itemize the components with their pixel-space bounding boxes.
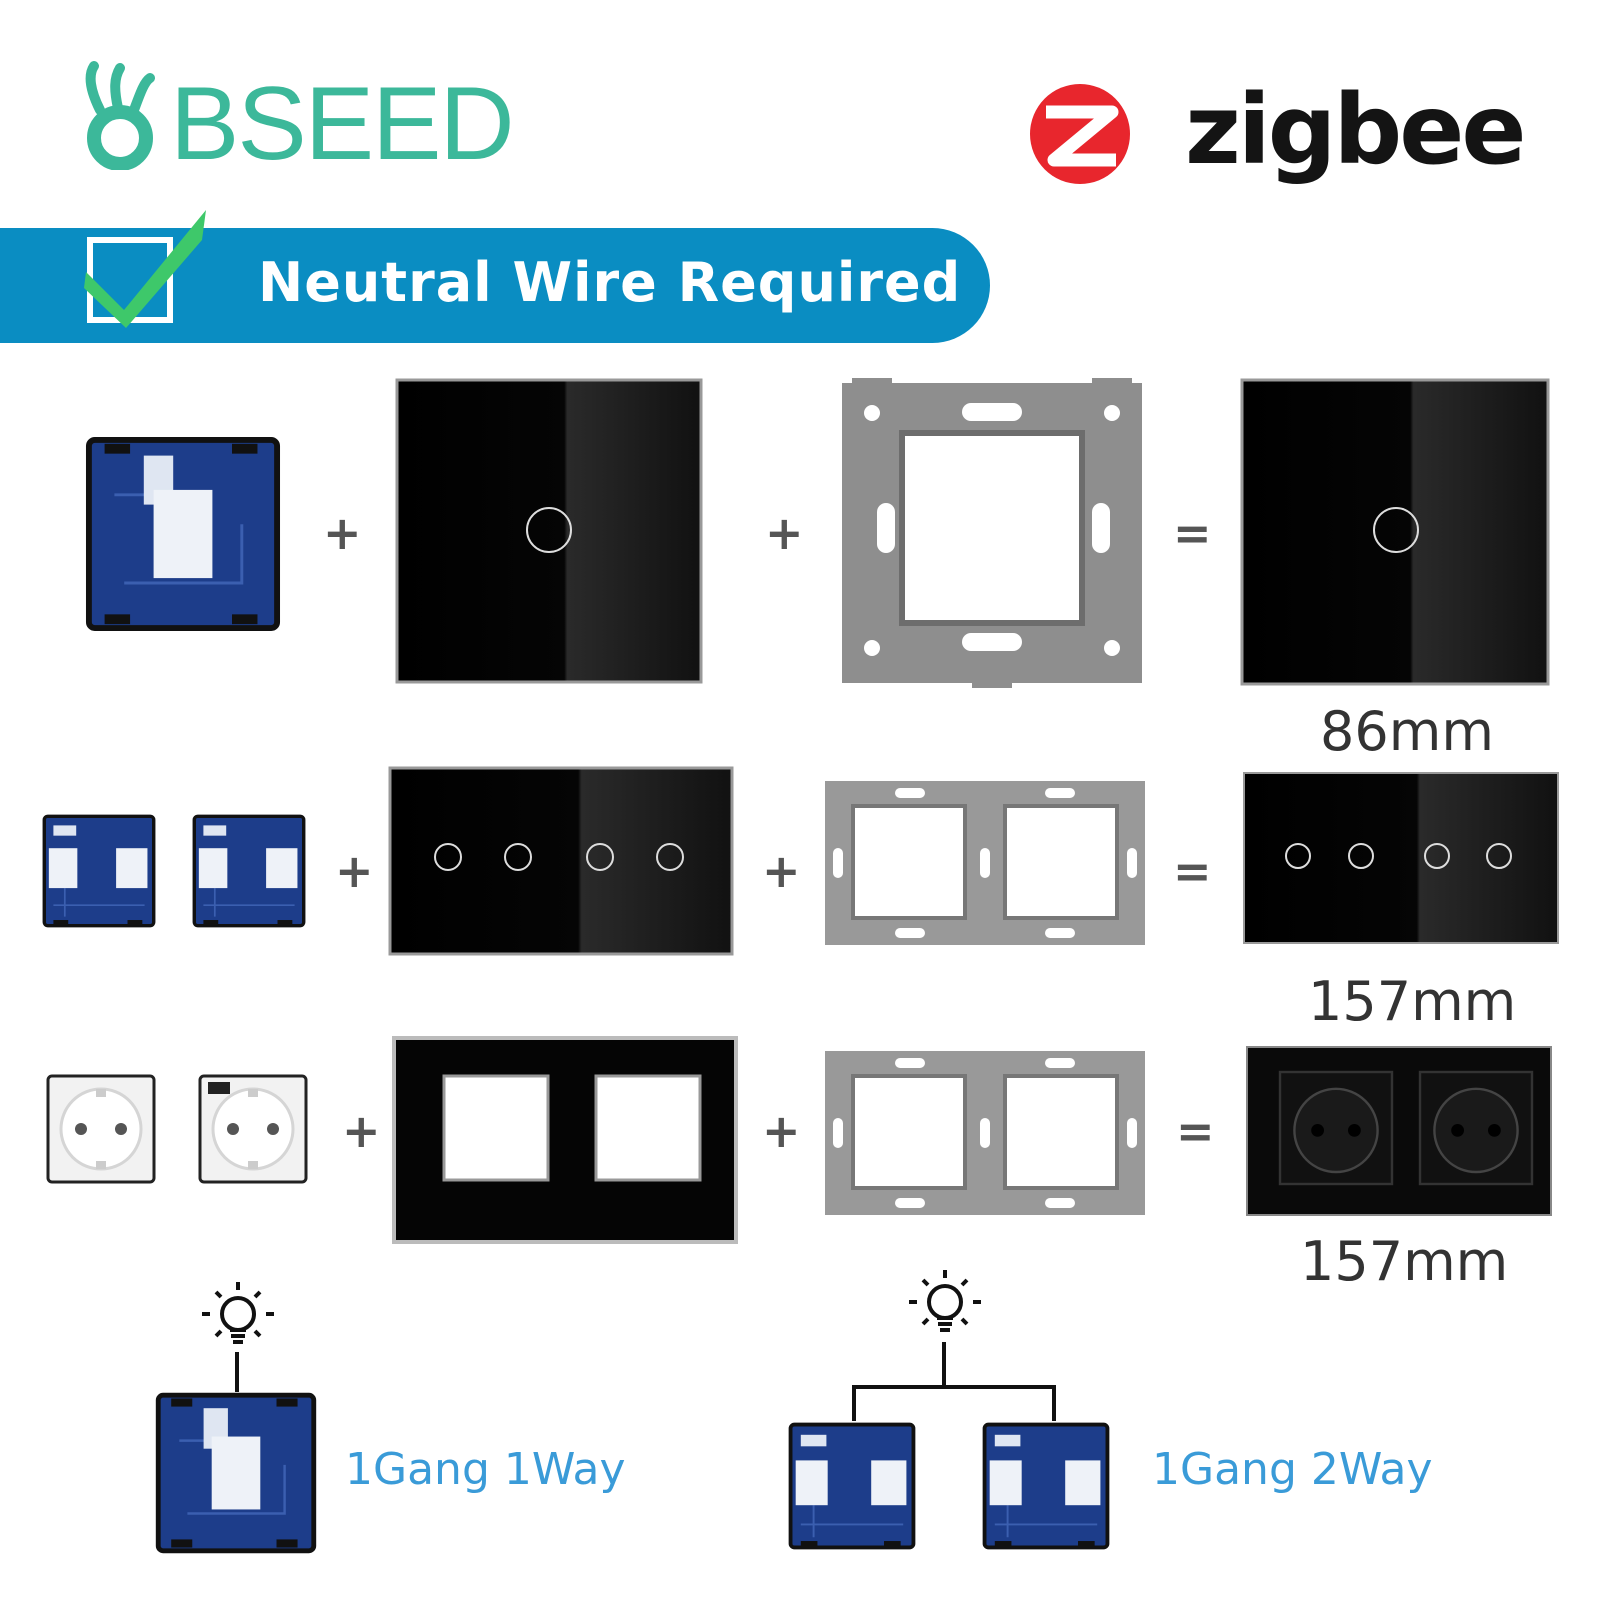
size-label: 86mm xyxy=(1320,700,1494,763)
switch-module xyxy=(192,814,306,928)
usb-socket-module xyxy=(198,1074,308,1184)
assembled-switch-1gang xyxy=(1240,378,1550,688)
size-label: 157mm xyxy=(1300,1230,1509,1293)
wire-line xyxy=(235,1352,239,1392)
assembled-socket-2gang xyxy=(1246,1046,1552,1216)
neutral-wire-banner xyxy=(0,228,990,343)
equals-operator: = xyxy=(1173,844,1212,898)
banner-text: Neutral Wire Required xyxy=(258,251,962,314)
mounting-frame-2gang xyxy=(825,778,1145,948)
switch-module xyxy=(155,1392,317,1554)
brand-name: BSEED xyxy=(170,66,515,182)
wiring-caption: 1Gang 2Way xyxy=(1152,1444,1433,1495)
light-bulb-icon xyxy=(905,1266,985,1346)
switch-module xyxy=(788,1422,916,1550)
size-label: 157mm xyxy=(1308,970,1517,1033)
plus-operator: + xyxy=(323,506,362,560)
checkmark-icon xyxy=(84,210,214,330)
wiring-caption: 1Gang 1Way xyxy=(345,1444,626,1495)
light-bulb-icon xyxy=(198,1278,278,1358)
equals-operator: = xyxy=(1176,1104,1215,1158)
mounting-frame-2gang xyxy=(825,1048,1145,1218)
zigbee-logo-icon xyxy=(1028,82,1133,187)
plus-operator: + xyxy=(765,506,804,560)
plus-operator: + xyxy=(335,844,374,898)
switch-module xyxy=(982,1422,1110,1550)
bseed-logo-icon xyxy=(80,60,160,170)
glass-frame-2gang xyxy=(392,1036,738,1244)
glass-panel-1gang xyxy=(395,378,705,686)
glass-panel-2gang xyxy=(388,766,734,956)
assembled-switch-2gang xyxy=(1243,772,1559,944)
wire-line xyxy=(942,1342,946,1386)
socket-module xyxy=(46,1074,156,1184)
equals-operator: = xyxy=(1173,506,1212,560)
plus-operator: + xyxy=(762,844,801,898)
plus-operator: + xyxy=(762,1104,801,1158)
wire-line xyxy=(852,1385,1056,1421)
protocol-name: zigbee xyxy=(1185,74,1526,186)
switch-module xyxy=(85,436,281,632)
mounting-frame-1gang xyxy=(842,378,1142,688)
switch-module xyxy=(42,814,156,928)
plus-operator: + xyxy=(342,1104,381,1158)
